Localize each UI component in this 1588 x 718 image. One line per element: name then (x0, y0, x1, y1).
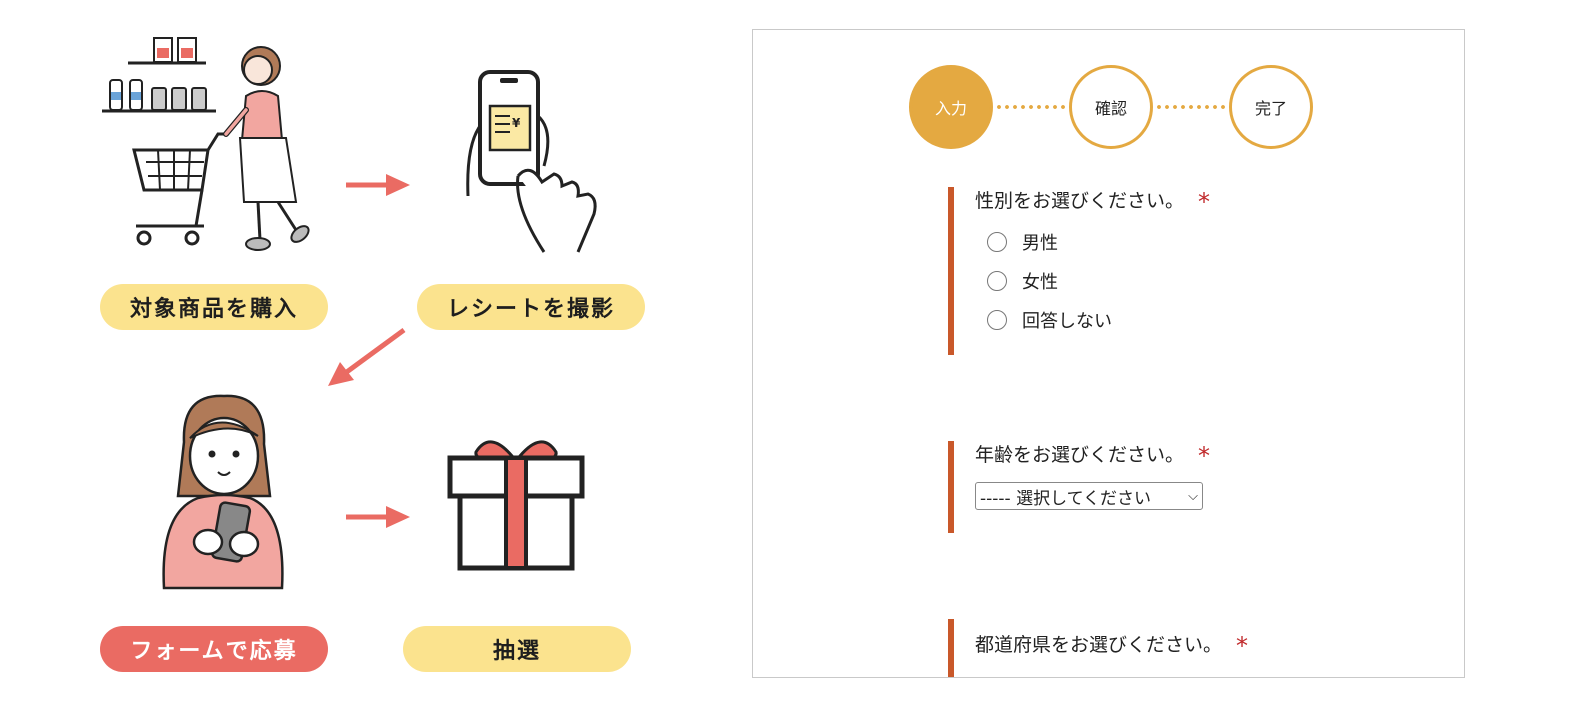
radio-button[interactable] (987, 270, 1007, 291)
required-mark: * (1198, 188, 1211, 216)
prefecture-label-text: 都道府県をお選びください。 (975, 634, 1223, 656)
step-label-purchase: 対象商品を購入 (100, 284, 328, 330)
required-mark: * (1198, 442, 1211, 470)
prefecture-field: 都道府県をお選びください。 * (948, 619, 1248, 677)
age-field: 年齢をお選びください。 * ----- 選択してください ⌵ (948, 441, 1210, 533)
gender-radio-group: 男性 女性 回答しない (975, 222, 1210, 339)
radio-label: 回答しない (1022, 310, 1112, 332)
gender-field: 性別をお選びください。 * 男性 女性 回答しない (948, 187, 1210, 355)
gender-option-male[interactable]: 男性 (987, 222, 1210, 261)
progress-connector (1155, 105, 1227, 109)
gender-option-female[interactable]: 女性 (987, 261, 1210, 300)
gift-box-illustration (447, 440, 585, 571)
shopping-woman-illustration (102, 37, 310, 251)
radio-button[interactable] (987, 231, 1007, 252)
arrow-right-icon (346, 174, 410, 196)
woman-with-phone-illustration (162, 394, 284, 590)
step-label-photo-receipt: レシートを撮影 (417, 284, 645, 330)
progress-step-confirm: 確認 (1069, 65, 1153, 149)
radio-label: 女性 (1022, 271, 1058, 293)
radio-label: 男性 (1022, 232, 1058, 254)
arrow-down-left-icon (328, 327, 406, 386)
progress-connector (995, 105, 1067, 109)
age-select-value: ----- 選択してください (980, 488, 1152, 509)
progress-step-input: 入力 (909, 65, 993, 149)
step-label-apply-form: フォームで応募 (100, 626, 328, 672)
gender-option-no-answer[interactable]: 回答しない (987, 300, 1210, 339)
radio-button[interactable] (987, 309, 1007, 330)
age-select[interactable]: ----- 選択してください ⌵ (975, 482, 1203, 510)
age-label-text: 年齢をお選びください。 (975, 444, 1185, 466)
chevron-down-icon: ⌵ (1188, 488, 1198, 504)
required-mark: * (1236, 632, 1249, 660)
gender-label-text: 性別をお選びください。 (975, 190, 1185, 212)
prefecture-field-label: 都道府県をお選びください。 * (975, 631, 1248, 660)
gender-field-label: 性別をお選びください。 * (975, 187, 1210, 216)
form-panel: 入力 確認 完了 性別をお選びください。 * 男性 女性 回答しない (752, 29, 1465, 678)
step-label-lottery: 抽選 (403, 626, 631, 672)
arrow-right-icon (346, 506, 410, 528)
phone-receipt-illustration: ¥ (466, 70, 597, 253)
age-field-label: 年齢をお選びください。 * (975, 441, 1210, 470)
progress-step-complete: 完了 (1229, 65, 1313, 149)
receipt-yen-symbol: ¥ (512, 116, 521, 130)
